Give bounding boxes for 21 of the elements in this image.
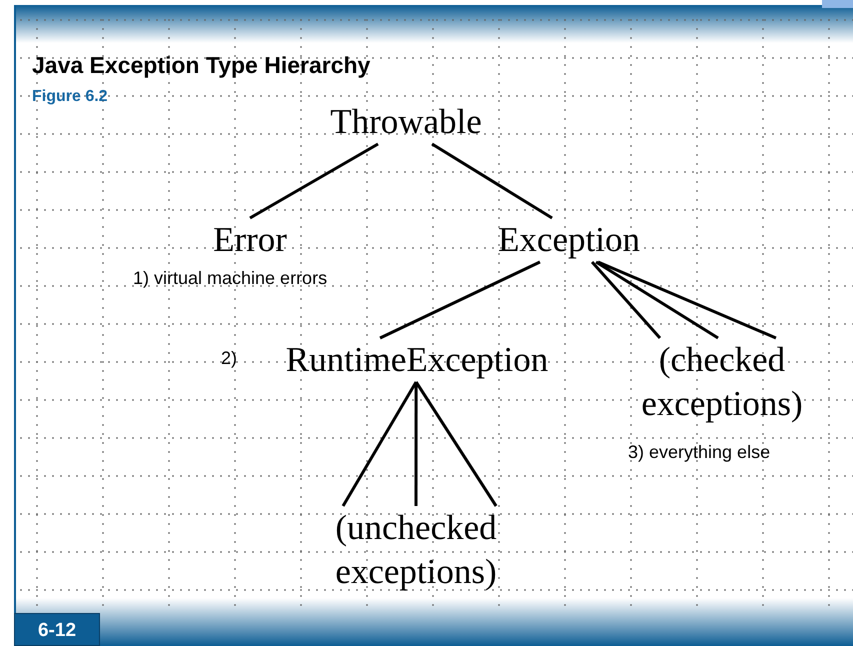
node-label: (checked exceptions) (628, 338, 816, 426)
slide-number: 6-12 (14, 613, 100, 646)
node-label: Throwable (318, 100, 494, 144)
connector-line (431, 142, 553, 220)
annotation-text: 1) virtual machine errors (133, 268, 328, 289)
connector-line (595, 260, 719, 340)
annotation-text: 3) everything else (628, 442, 770, 463)
node-label: RuntimeException (268, 338, 566, 382)
connector-line (342, 381, 418, 507)
slide-title: Java Exception Type Hierarchy (32, 52, 370, 79)
connector-line (414, 381, 498, 507)
connector-line (414, 382, 418, 506)
node-label: (unchecked exceptions) (322, 506, 510, 594)
connector-line (249, 142, 379, 220)
annotation-text: 2) (221, 348, 238, 369)
figure-caption: Figure 6.2 (32, 88, 108, 106)
node-label: Error (204, 218, 296, 262)
connector-line (590, 261, 662, 339)
connector-line (597, 260, 777, 340)
node-label: Exception (486, 218, 652, 262)
connector-line (379, 260, 541, 340)
